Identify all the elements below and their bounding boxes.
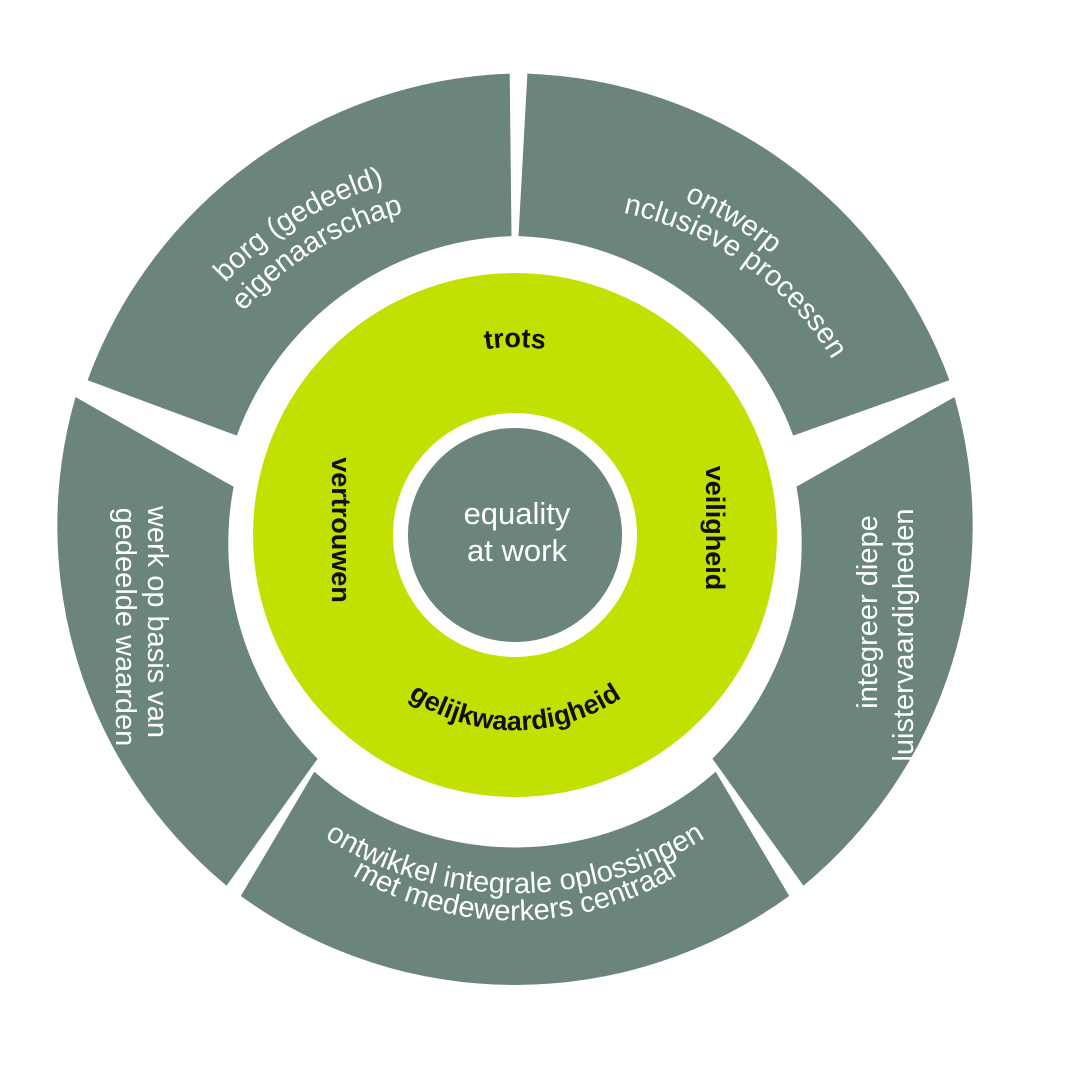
center-title-line2: at work [467, 533, 567, 568]
segment-left-line2: gedeelde waarden [109, 508, 141, 747]
ring-word-left: vertrouwen [326, 457, 356, 603]
segment-right [712, 397, 973, 886]
segment-right-line2: luistervaardigheden [888, 508, 920, 761]
segment-left [57, 397, 318, 886]
center-circle [408, 428, 622, 642]
segment-right-line1: integreer diepe [852, 515, 884, 708]
ring-word-right: veiligheid [700, 466, 730, 591]
segment-left-line1: werk op basis van [141, 505, 173, 738]
center-title-line1: equality [464, 496, 571, 531]
segment-top-right [518, 73, 950, 436]
segment-bottom [240, 771, 790, 985]
segment-top-left [87, 73, 512, 436]
